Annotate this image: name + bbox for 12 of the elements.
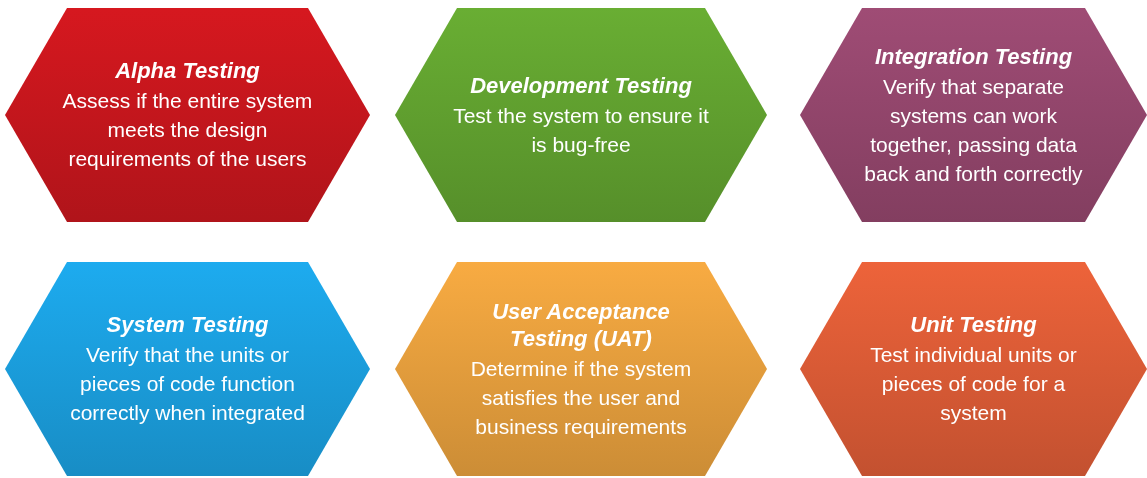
hexagon-description: Test the system to ensure it is bug-free: [452, 102, 710, 158]
hexagon-title: Integration Testing: [873, 42, 1074, 70]
hexagon-description: Determine if the system satisfies the user and business requirements: [469, 355, 693, 440]
hexagon-description: Verify that separate systems can work together, passing data back and forth correctly: [863, 73, 1084, 187]
hexagon-description: Assess if the entire system meets the design requirements of the users: [61, 88, 314, 172]
hexagon-title: System Testing: [105, 311, 270, 338]
hexagon-title: Alpha Testing: [114, 57, 261, 84]
hexagon-title: User Acceptance Testing (UAT): [491, 297, 671, 352]
hexagon-description: Test individual units or pieces of code for a system: [869, 342, 1078, 426]
hexagon-description: Verify that the units or pieces of code function correctly when integrated: [69, 342, 306, 426]
hexagon-title: Development Testing: [469, 71, 693, 99]
hexagon-title: Unit Testing: [909, 311, 1038, 338]
